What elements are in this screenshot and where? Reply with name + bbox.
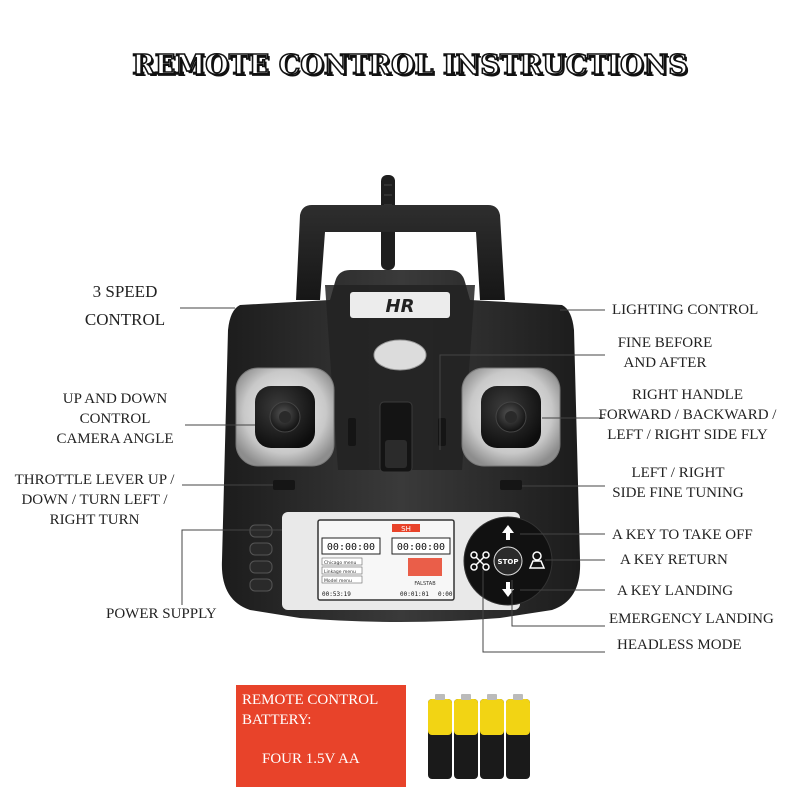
page-title: REMOTE CONTROL INSTRUCTIONS (131, 49, 688, 82)
aa-batteries-illustration (428, 694, 530, 779)
stop-icon: STOP (498, 558, 519, 566)
label-take-off: A KEY TO TAKE OFF (612, 527, 753, 543)
battery-title-line1: REMOTE CONTROL (242, 692, 379, 708)
svg-text:Linkage menu: Linkage menu (324, 569, 356, 575)
label-fine-before-after: FINE BEFORE AND AFTER (617, 335, 713, 371)
battery-photo (406, 685, 558, 787)
counter: 0:00 (438, 591, 453, 598)
time-right: 00:01:01 (400, 591, 429, 598)
label-speed-control: 3 SPEED CONTROL (84, 282, 166, 329)
svg-text:SH: SH (401, 525, 411, 533)
label-side-fine-tuning: LEFT / RIGHT SIDE FINE TUNING (612, 465, 744, 501)
headless-icon (470, 551, 490, 571)
label-key-return: A KEY RETURN (620, 552, 728, 568)
lcd-screen: SH 00:00:00 00:00:00 Chicago menu Linkag… (317, 519, 455, 601)
battery-info-box: REMOTE CONTROL BATTERY: FOUR 1.5V AA (236, 685, 406, 787)
battery-title-line2: BATTERY: (242, 712, 312, 728)
svg-text:Model menu: Model menu (324, 578, 352, 584)
battery-panel: REMOTE CONTROL BATTERY: FOUR 1.5V AA (236, 685, 558, 787)
label-emergency-landing: EMERGENCY LANDING (609, 611, 774, 627)
label-power-supply: POWER SUPPLY (106, 606, 217, 622)
landing-icon (502, 582, 514, 597)
timer-2: 00:00:00 (397, 542, 445, 553)
label-right-handle: RIGHT HANDLE FORWARD / BACKWARD / LEFT /… (598, 387, 777, 443)
brand-logo: HR (386, 296, 415, 317)
label-camera-angle: UP AND DOWN CONTROL CAMERA ANGLE (56, 391, 174, 447)
function-dpad[interactable]: STOP (463, 516, 553, 606)
right-gimbal (461, 367, 561, 467)
time-left: 00:53:19 (322, 591, 351, 598)
label-throttle: THROTTLE LEVER UP / DOWN / TURN LEFT / R… (14, 472, 175, 528)
return-icon (528, 551, 546, 569)
left-gimbal (235, 367, 335, 467)
takeoff-icon (502, 525, 514, 540)
status-led (373, 339, 427, 371)
battery-spec: FOUR 1.5V AA (262, 751, 360, 767)
svg-text:Chicago menu: Chicago menu (324, 560, 357, 566)
label-headless-mode: HEADLESS MODE (617, 637, 742, 653)
timer-1: 00:00:00 (327, 542, 375, 553)
svg-text:FALSTAB: FALSTAB (414, 581, 436, 587)
label-key-landing: A KEY LANDING (617, 583, 734, 599)
carry-handle (296, 205, 505, 300)
side-buttons (249, 524, 273, 592)
label-lighting-control: LIGHTING CONTROL (612, 302, 759, 318)
